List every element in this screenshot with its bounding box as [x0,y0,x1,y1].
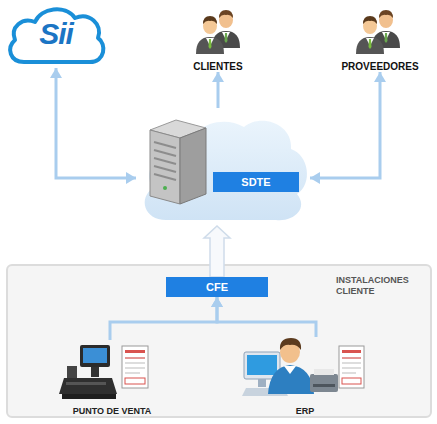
node-label: Sii [4,17,108,51]
device-group: PUNTO DE VENTA [54,340,170,416]
connector [310,72,386,184]
node-label: INSTALACIONES CLIENTE [336,275,426,297]
device-group: ERP [240,337,370,416]
connector-line [217,72,220,108]
connector [50,68,136,184]
receipt-icon [122,346,148,388]
process-box: CFE [166,277,268,297]
arrow-head [126,172,136,184]
connector [211,297,316,337]
connector [110,297,223,340]
connector-line [110,297,217,340]
node-label: CFE [166,277,268,297]
node-label: PUNTO DE VENTA [54,406,170,416]
arrow-head [212,72,224,82]
pos-terminal-icon [59,345,117,399]
node-label: ERP [240,406,370,416]
cloud-service: SDTE [136,108,310,226]
connector [212,72,224,108]
connector-line [310,72,380,178]
arrow-head [374,72,386,82]
client-premises-band: INSTALACIONES CLIENTE CFE PUNTO DE VENTA ER… [6,264,432,418]
node-label: CLIENTES [178,61,258,72]
arrow-head [211,297,223,307]
server-icon [150,120,206,204]
arrow-head [310,172,320,184]
cloud-shape [136,108,310,226]
node-label: SDTE [213,172,299,192]
erp-workstation-icon [242,338,338,396]
arrow-head [211,297,223,307]
block-arrow-shape [204,226,230,277]
receipt-icon [339,346,364,388]
client-group: CLIENTES [178,6,258,72]
people-icon [356,10,400,54]
connector-line [56,68,136,178]
arrow-head [50,68,62,78]
supplier-group: PROVEEDORES [330,6,430,72]
connector-line [217,297,316,337]
block-arrow [204,226,230,277]
people-icon [196,10,240,54]
cloud-logo: Sii [4,2,108,68]
node-label: PROVEEDORES [330,61,430,72]
